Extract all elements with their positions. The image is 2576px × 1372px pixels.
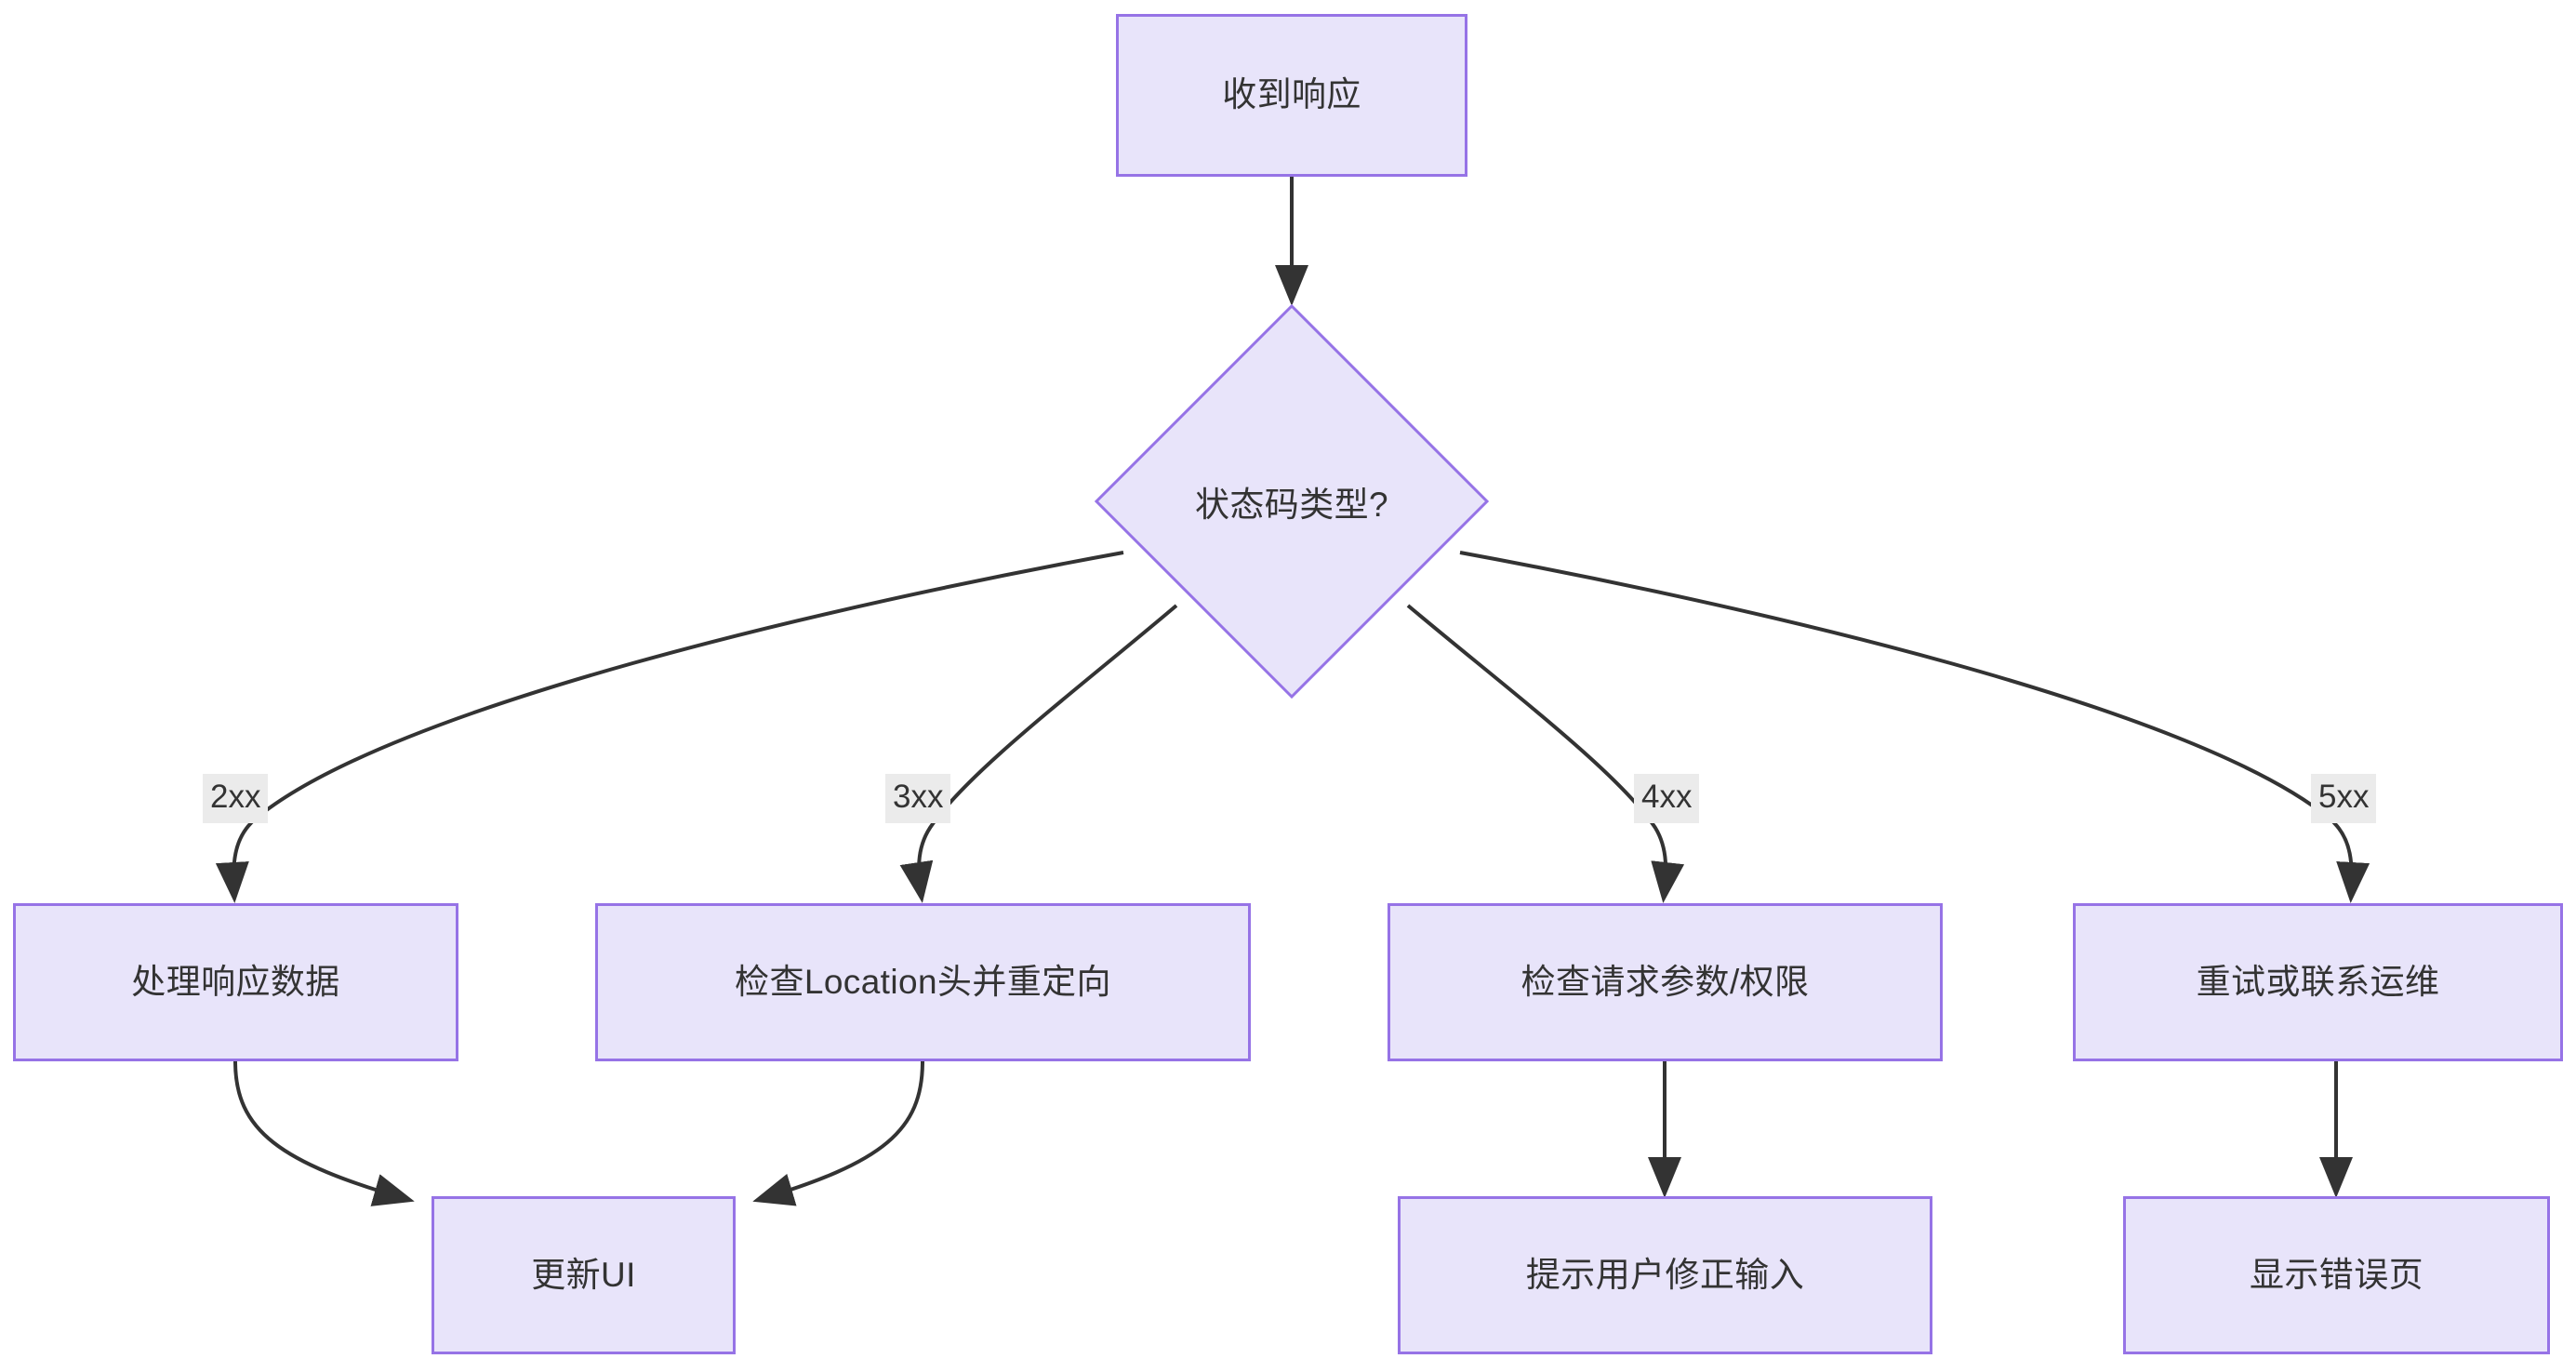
node-label-handle2xx: 处理响应数据 [131,962,340,1001]
node-updateui[interactable]: 更新UI [432,1196,736,1354]
node-errorpage[interactable]: 显示错误页 [2123,1196,2550,1354]
diamond-shape [1095,304,1489,699]
edge-status-to-handle2xx [215,551,1124,903]
node-notifyuser[interactable]: 提示用户修正输入 [1398,1196,1932,1354]
node-label-handle4xx: 检查请求参数/权限 [1520,962,1810,1001]
node-label-handle5xx: 重试或联系运维 [2196,962,2440,1001]
node-label-errorpage: 显示错误页 [2250,1255,2423,1294]
edge-handle3xx-to-updateui [752,1060,924,1206]
node-handle4xx[interactable]: 检查请求参数/权限 [1388,903,1943,1061]
edge-label-4xx: 4xx [1634,774,1700,823]
edge-label-3xx: 3xx [885,774,951,823]
node-label-status: 状态码类型? [1195,486,1388,524]
node-received[interactable]: 收到响应 [1116,14,1467,177]
node-label-updateui: 更新UI [531,1255,636,1294]
node-handle2xx[interactable]: 处理响应数据 [13,903,458,1061]
edge-label-5xx: 5xx [2311,774,2377,823]
node-label-notifyuser: 提示用户修正输入 [1525,1255,1805,1294]
node-label-handle3xx: 检查Location头并重定向 [735,962,1111,1001]
edge-handle2xx-to-updateui [233,1060,415,1206]
node-status[interactable]: 状态码类型? [1095,304,1489,699]
node-handle3xx[interactable]: 检查Location头并重定向 [595,903,1251,1061]
edge-status-to-handle5xx [1459,551,2370,903]
node-handle5xx[interactable]: 重试或联系运维 [2073,903,2563,1061]
node-label-received: 收到响应 [1222,75,1361,114]
edge-label-2xx: 2xx [203,774,269,823]
